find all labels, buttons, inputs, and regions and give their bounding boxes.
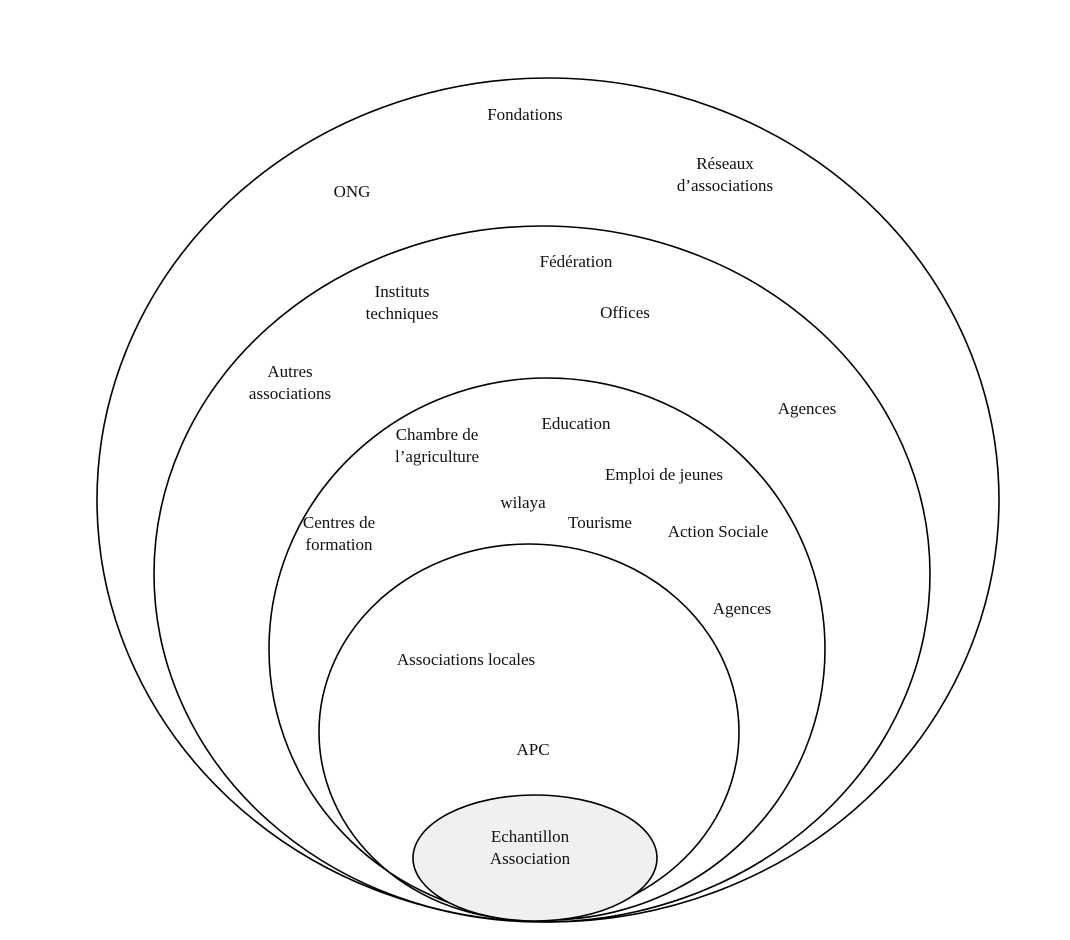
label-line: Réseaux (696, 154, 754, 173)
label-wilaya: wilaya (500, 492, 545, 514)
label-line: Emploi de jeunes (604, 465, 724, 484)
label-ong: ONG (334, 181, 371, 203)
label-line: Chambre de (395, 425, 479, 444)
label-federation: Fédération (540, 251, 613, 273)
label-line: associations (248, 384, 332, 403)
label-line: Education (541, 414, 611, 433)
label-line: Action Sociale (667, 522, 769, 541)
label-fondations: Fondations (487, 104, 563, 126)
label-line: Associations locales (396, 650, 536, 669)
label-echantillon: Echantillon Association (490, 826, 570, 870)
label-emploi: Emploi de jeunes (605, 464, 723, 486)
label-line: techniques (365, 304, 439, 323)
label-autres: Autres associations (249, 361, 331, 405)
label-action-sociale: Action Sociale (668, 521, 769, 543)
label-line: formation (305, 535, 373, 554)
label-line: Fédération (539, 252, 613, 271)
label-line: Tourisme (568, 513, 632, 532)
label-line: Association (489, 849, 571, 868)
label-line: l’agriculture (394, 447, 480, 466)
label-chambre: Chambre de l’agriculture (395, 424, 479, 468)
label-reseaux: Réseaux d’associations (677, 153, 773, 197)
label-centres: Centres de formation (303, 512, 375, 556)
label-agences-outer: Agences (778, 398, 837, 420)
label-line: Instituts (374, 282, 430, 301)
label-apc: APC (516, 739, 549, 761)
label-offices: Offices (600, 302, 650, 324)
label-associations-locales: Associations locales (397, 649, 535, 671)
label-line: Offices (600, 303, 650, 322)
label-line: Agences (712, 599, 772, 618)
label-agences-inner: Agences (713, 598, 772, 620)
label-line: Echantillon (490, 827, 570, 846)
label-line: Centres de (302, 513, 376, 532)
label-line: APC (516, 740, 550, 759)
label-line: Autres (267, 362, 313, 381)
label-line: ONG (333, 182, 371, 201)
label-education: Education (542, 413, 611, 435)
core-ellipse (412, 794, 658, 922)
label-line: Agences (777, 399, 837, 418)
label-line: d’associations (676, 176, 774, 195)
label-tourisme: Tourisme (568, 512, 632, 534)
ring-2-ellipse (153, 225, 931, 923)
label-line: Fondations (487, 105, 563, 124)
label-line: wilaya (500, 493, 546, 512)
label-instituts: Instituts techniques (366, 281, 439, 325)
